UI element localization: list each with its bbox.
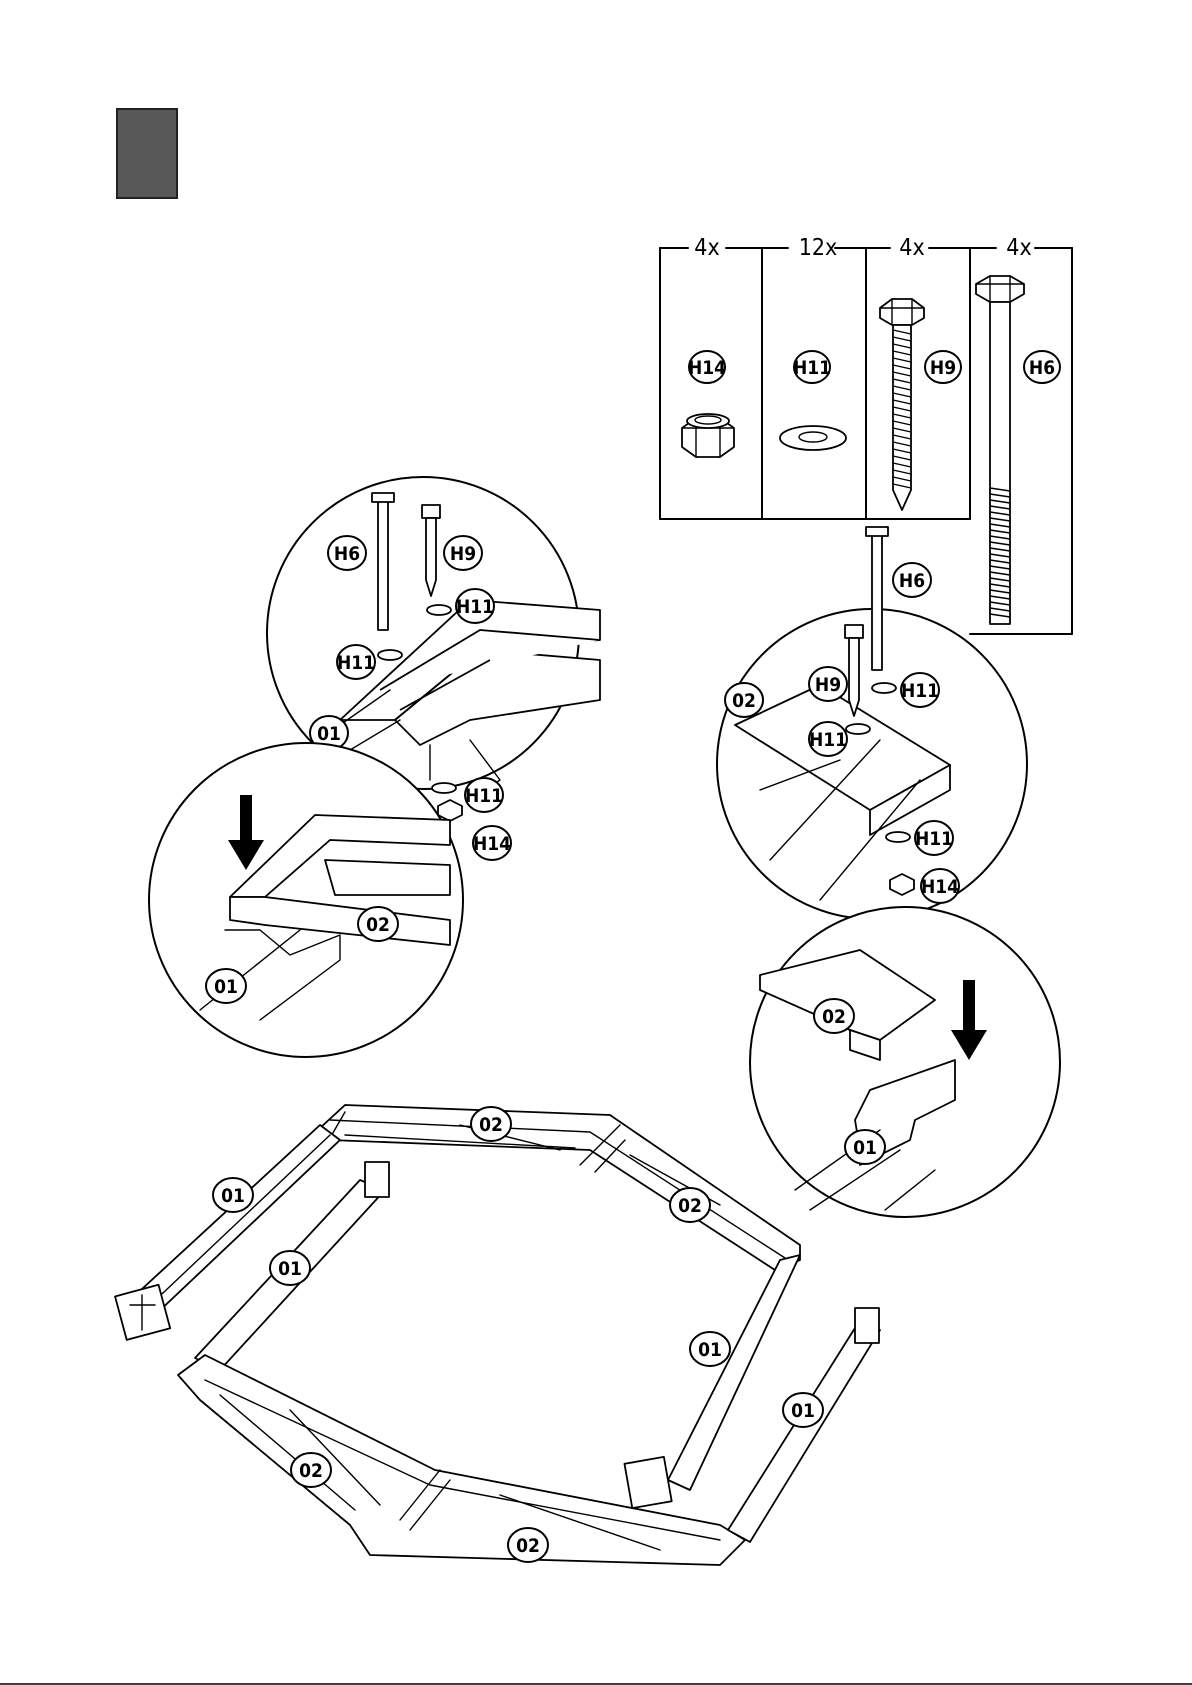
part-code-h11: H11 xyxy=(793,357,831,379)
part-qty-h11: 12x xyxy=(799,235,838,261)
callout-01: 01 xyxy=(853,1137,877,1159)
callout-02: 02 xyxy=(678,1195,702,1217)
washer-icon xyxy=(780,426,846,450)
callout-01: 01 xyxy=(698,1339,722,1361)
detail-left-middle: 02 01 xyxy=(149,743,463,1057)
callout-h9: H9 xyxy=(815,674,841,696)
callout-02: 02 xyxy=(732,690,756,712)
callout-h14: H14 xyxy=(473,833,511,855)
callout-02: 02 xyxy=(299,1460,323,1482)
bolt-icon xyxy=(976,276,1024,624)
callout-02: 02 xyxy=(479,1114,503,1136)
callout-01: 01 xyxy=(221,1185,245,1207)
callout-01: 01 xyxy=(278,1258,302,1280)
callout-01: 01 xyxy=(214,976,238,998)
callout-h11: H11 xyxy=(456,596,494,618)
detail-right-middle: 02 01 xyxy=(750,907,1060,1217)
parts-table: 4x 12x 4x 4x H14 H11 H9 H6 xyxy=(660,235,1072,634)
part-qty-h6: 4x xyxy=(1006,235,1031,261)
part-code-h6: H6 xyxy=(1029,357,1055,379)
callout-h6: H6 xyxy=(334,543,360,565)
part-code-h14: H14 xyxy=(688,357,726,379)
part-qty-h9: 4x xyxy=(899,235,924,261)
callout-02: 02 xyxy=(366,914,390,936)
callout-01: 01 xyxy=(791,1400,815,1422)
nut-icon xyxy=(682,414,734,457)
callout-h9: H9 xyxy=(450,543,476,565)
lag-screw-icon xyxy=(880,299,924,510)
detail-right-top: H6 02 H9 H11 H11 H11 H14 xyxy=(717,527,1027,919)
callout-02: 02 xyxy=(516,1535,540,1557)
part-code-h9: H9 xyxy=(930,357,956,379)
base-frame: 02 02 01 01 01 01 02 02 xyxy=(115,1105,880,1565)
callout-h14: H14 xyxy=(921,876,959,898)
callout-02: 02 xyxy=(822,1006,846,1028)
callout-h11: H11 xyxy=(809,729,847,751)
callout-h6: H6 xyxy=(899,570,925,592)
part-qty-h14: 4x xyxy=(694,235,719,261)
callout-h11: H11 xyxy=(915,828,953,850)
callout-h11: H11 xyxy=(901,680,939,702)
callout-01: 01 xyxy=(317,723,341,745)
callout-h11: H11 xyxy=(337,652,375,674)
callout-h11: H11 xyxy=(465,785,503,807)
